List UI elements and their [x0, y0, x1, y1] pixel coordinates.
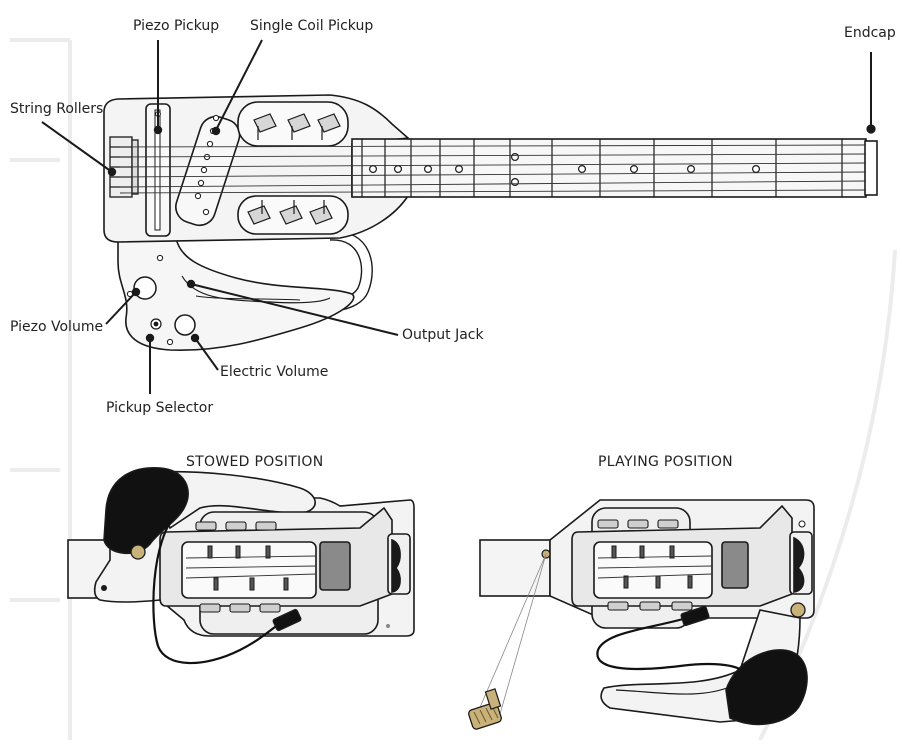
label-piezo-pickup: Piezo Pickup [133, 18, 220, 34]
heading-stowed-position: STOWED POSITION [186, 454, 324, 470]
leader-dots [107, 124, 876, 343]
frets [361, 139, 843, 197]
playing-illustration [468, 499, 815, 730]
stowed-black-pad [103, 467, 189, 555]
leader-lines [41, 39, 872, 394]
playing-gray-block [721, 541, 749, 589]
heading-playing-position: PLAYING POSITION [598, 454, 733, 470]
label-endcap: Endcap [844, 25, 896, 41]
label-pickup-selector: Pickup Selector [106, 400, 214, 416]
electric-volume-knob [174, 314, 196, 336]
strings [119, 144, 867, 194]
label-single-coil-pickup: Single Coil Pickup [250, 18, 374, 34]
stowed-illustration [67, 467, 415, 665]
endcap [864, 140, 878, 196]
tuning-knob-icon [468, 688, 502, 730]
neck [351, 138, 867, 198]
playing-black-pad [725, 649, 808, 726]
stowed-gray-block [319, 541, 351, 591]
label-electric-volume: Electric Volume [220, 364, 329, 380]
label-piezo-volume: Piezo Volume [10, 319, 104, 335]
guitar-top-view [103, 94, 878, 352]
label-output-jack: Output Jack [402, 327, 484, 343]
label-string-rollers: String Rollers [10, 101, 104, 117]
single-coil-pickup [175, 115, 241, 227]
tuner-pegs [247, 113, 341, 225]
